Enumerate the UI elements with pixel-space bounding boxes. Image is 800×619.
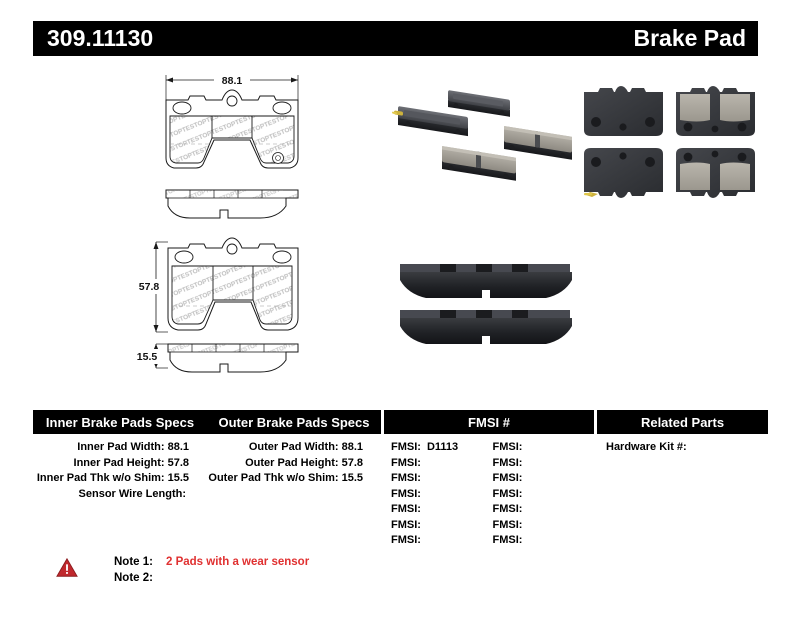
column-header-outer-specs: Outer Brake Pads Specs bbox=[207, 410, 381, 434]
brake-pad-set-topdown-photo bbox=[584, 86, 755, 198]
fmsi-row: FMSI: bbox=[391, 487, 493, 503]
fmsi-row: FMSI: bbox=[493, 518, 595, 534]
dimension-label-thickness: 15.5 bbox=[137, 351, 158, 363]
fmsi-row: FMSI: bbox=[391, 456, 493, 472]
fmsi-row: FMSI: bbox=[493, 456, 595, 472]
fmsi-subcolumn-right: FMSI: FMSI: FMSI: FMSI: FMSI: bbox=[493, 440, 595, 549]
spec-row: Outer Pad Width:88.1 bbox=[207, 440, 363, 456]
table-header-row: Inner Brake Pads Specs Outer Brake Pads … bbox=[33, 410, 768, 434]
spec-value: 88.1 bbox=[167, 441, 189, 453]
part-number: 309.11130 bbox=[47, 25, 154, 51]
spec-value: 88.1 bbox=[341, 441, 363, 453]
fmsi-row: FMSI: bbox=[391, 518, 493, 534]
body-divider bbox=[594, 440, 597, 549]
spec-value: 57.8 bbox=[341, 456, 363, 469]
spec-label: Outer Pad Thk w/o Shim: bbox=[208, 472, 339, 484]
specifications-table: Inner Brake Pads Specs Outer Brake Pads … bbox=[33, 410, 768, 549]
spec-row bbox=[207, 487, 363, 503]
technical-drawing-side-view: 57.8 15.5 bbox=[130, 237, 299, 373]
brake-pad-set-angled-photo bbox=[392, 90, 572, 181]
technical-drawing-top-view: STOPTECH STOPTECH 88.1 bbox=[165, 73, 299, 219]
dimension-label-height: 57.8 bbox=[139, 281, 160, 293]
note-label: Note 2: bbox=[114, 572, 153, 584]
product-type-title: Brake Pad bbox=[633, 25, 746, 51]
inner-specs-column: Inner Pad Width:88.1 Inner Pad Height:57… bbox=[33, 440, 207, 549]
body-divider bbox=[381, 440, 384, 549]
notes-text-block: Note 1: 2 Pads with a wear sensor Note 2… bbox=[114, 554, 309, 586]
fmsi-row: FMSI: D1113 bbox=[391, 440, 493, 456]
spec-value: 57.8 bbox=[167, 456, 189, 469]
column-header-related-parts: Related Parts bbox=[597, 410, 768, 434]
related-part-row: Hardware Kit #: bbox=[606, 440, 768, 456]
fmsi-label: FMSI: bbox=[492, 441, 523, 453]
spec-row: Outer Pad Height:57.8 bbox=[207, 456, 363, 472]
outer-specs-column: Outer Pad Width:88.1 Outer Pad Height:57… bbox=[207, 440, 381, 549]
fmsi-label: FMSI: bbox=[492, 503, 523, 515]
notes-section: Note 1: 2 Pads with a wear sensor Note 2… bbox=[56, 554, 476, 586]
related-part-label: Hardware Kit #: bbox=[606, 441, 687, 453]
fmsi-label: FMSI: bbox=[391, 472, 421, 484]
dimension-label-width: 88.1 bbox=[222, 75, 243, 87]
related-parts-column: Hardware Kit #: bbox=[597, 440, 768, 549]
note-row: Note 1: 2 Pads with a wear sensor bbox=[114, 554, 309, 570]
spec-row: Inner Pad Thk w/o Shim:15.5 bbox=[33, 471, 189, 487]
spec-label: Sensor Wire Length: bbox=[78, 487, 186, 500]
spec-label: Outer Pad Height: bbox=[245, 456, 339, 469]
column-header-inner-specs: Inner Brake Pads Specs bbox=[33, 410, 207, 434]
spec-row: Inner Pad Width:88.1 bbox=[33, 440, 189, 456]
fmsi-value: D1113 bbox=[426, 441, 459, 453]
fmsi-row: FMSI: bbox=[493, 471, 595, 487]
fmsi-label: FMSI: bbox=[391, 534, 421, 546]
spec-row: Inner Pad Height:57.8 bbox=[33, 456, 189, 472]
spec-label: Inner Pad Width: bbox=[77, 441, 165, 453]
spec-row: Outer Pad Thk w/o Shim:15.5 bbox=[207, 471, 363, 487]
fmsi-label: FMSI: bbox=[492, 472, 523, 484]
note-label: Note 1: bbox=[114, 556, 153, 568]
spec-value: 15.5 bbox=[167, 472, 189, 484]
fmsi-label: FMSI: bbox=[492, 518, 523, 531]
brake-pad-edge-view-photo bbox=[400, 264, 572, 344]
fmsi-label: FMSI: bbox=[391, 503, 421, 515]
fmsi-label: FMSI: bbox=[391, 487, 421, 500]
fmsi-row: FMSI: bbox=[391, 533, 493, 549]
fmsi-label: FMSI: bbox=[391, 518, 421, 531]
fmsi-label: FMSI: bbox=[492, 456, 523, 469]
spec-value: 15.5 bbox=[341, 472, 363, 484]
illustrations-area: STOPTECH STOPTECH 88.1 bbox=[0, 60, 800, 390]
warning-triangle-icon bbox=[56, 557, 78, 577]
page-header-bar: 309.11130 Brake Pad bbox=[33, 21, 758, 56]
note-value: 2 Pads with a wear sensor bbox=[166, 556, 310, 568]
fmsi-row: FMSI: bbox=[493, 502, 595, 518]
header-divider bbox=[381, 410, 384, 434]
fmsi-subcolumn-left: FMSI: D1113 FMSI: FMSI: FMSI: FMSI: bbox=[391, 440, 493, 549]
spec-label: Outer Pad Width: bbox=[248, 441, 339, 453]
fmsi-row: FMSI: bbox=[493, 533, 595, 549]
fmsi-label: FMSI: bbox=[391, 441, 421, 453]
spec-label: Inner Pad Thk w/o Shim: bbox=[36, 472, 165, 484]
spec-row: Sensor Wire Length: bbox=[33, 487, 189, 503]
fmsi-row: FMSI: bbox=[391, 502, 493, 518]
column-header-fmsi: FMSI # bbox=[384, 410, 594, 434]
fmsi-label: FMSI: bbox=[492, 487, 523, 500]
fmsi-row: FMSI: bbox=[391, 471, 493, 487]
fmsi-label: FMSI: bbox=[391, 456, 421, 469]
fmsi-label: FMSI: bbox=[492, 534, 523, 546]
spec-label: Inner Pad Height: bbox=[73, 456, 165, 469]
note-row: Note 2: bbox=[114, 570, 309, 586]
fmsi-row: FMSI: bbox=[493, 440, 595, 456]
header-divider bbox=[594, 410, 597, 434]
fmsi-column: FMSI: D1113 FMSI: FMSI: FMSI: FMSI: bbox=[384, 440, 594, 549]
table-body: Inner Pad Width:88.1 Inner Pad Height:57… bbox=[33, 440, 768, 549]
fmsi-row: FMSI: bbox=[493, 487, 595, 503]
